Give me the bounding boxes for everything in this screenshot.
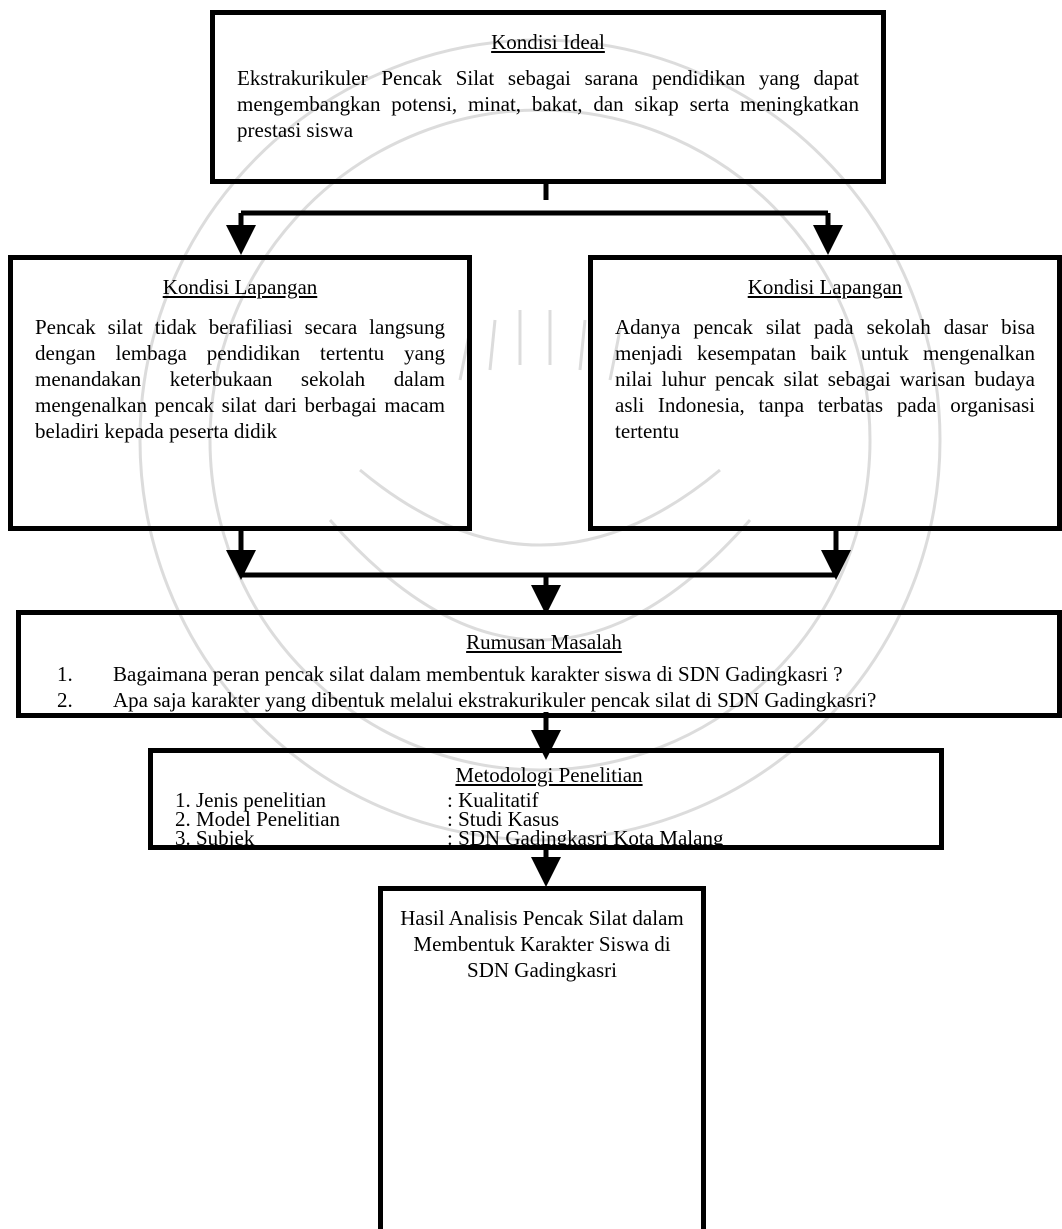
metodologi-row: 1. Jenis penelitian : Kualitatif [175,788,923,812]
rumusan-masalah-box: Rumusan Masalah 1. Bagaimana peran penca… [16,610,1062,718]
rumusan-item-number: 1. [57,662,73,686]
metodologi-row-key: 3. Subjek [175,826,255,850]
metodologi-row-value: : SDN Gadingkasri Kota Malang [447,826,724,850]
metodologi-row-value: : Studi Kasus [447,807,560,831]
rumusan-masalah-title: Rumusan Masalah [466,630,622,654]
rumusan-masalah-list: 1. Bagaimana peran pencak silat dalam me… [41,661,1047,713]
rumusan-item-text: Apa saja karakter yang dibentuk melalui … [113,688,877,712]
hasil-box: Hasil Analisis Pencak Silat dalam Memben… [378,886,706,1229]
rumusan-item-text: Bagaimana peran pencak silat dalam membe… [113,662,843,686]
metodologi-row-key: 1. Jenis penelitian [175,788,327,812]
kondisi-ideal-text: Ekstrakurikuler Pencak Silat sebagai sar… [237,66,859,142]
kondisi-lapangan-right-text: Adanya pencak silat pada sekolah dasar b… [615,315,1035,443]
hasil-text: Hasil Analisis Pencak Silat dalam Memben… [400,906,684,982]
kondisi-lapangan-left-box: Kondisi Lapangan Pencak silat tidak bera… [8,255,472,531]
metodologi-row-key: 2. Model Penelitian [175,807,341,831]
metodologi-row: 2. Model Penelitian : Studi Kasus [175,807,923,831]
metodologi-row-value: : Kualitatif [447,788,539,812]
kondisi-ideal-box: Kondisi Ideal Ekstrakurikuler Pencak Sil… [210,10,886,184]
metodologi-row-key: 4. Pengumpulan Data [175,848,447,850]
rumusan-item: 1. Bagaimana peran pencak silat dalam me… [41,661,1047,687]
rumusan-item: 2. Apa saja karakter yang dibentuk melal… [41,687,1047,713]
kondisi-lapangan-left-title: Kondisi Lapangan [162,275,318,299]
kondisi-lapangan-right-box: Kondisi Lapangan Adanya pencak silat pad… [588,255,1062,531]
metodologi-row: 3. Subjek : SDN Gadingkasri Kota Malang [175,826,923,850]
rumusan-item-number: 2. [57,688,73,712]
metodologi-row: 4. Pengumpulan Data: Observasi, wawancar… [175,848,923,850]
metodologi-box: Metodologi Penelitian 1. Jenis penelitia… [148,748,944,850]
kondisi-ideal-title: Kondisi Ideal [491,30,605,54]
kondisi-lapangan-left-text: Pencak silat tidak berafiliasi secara la… [35,315,445,443]
metodologi-title: Metodologi Penelitian [455,763,643,787]
metodologi-row-value: : Observasi, wawancara dan dokumentasi [447,848,795,850]
kondisi-lapangan-right-title: Kondisi Lapangan [747,275,903,299]
